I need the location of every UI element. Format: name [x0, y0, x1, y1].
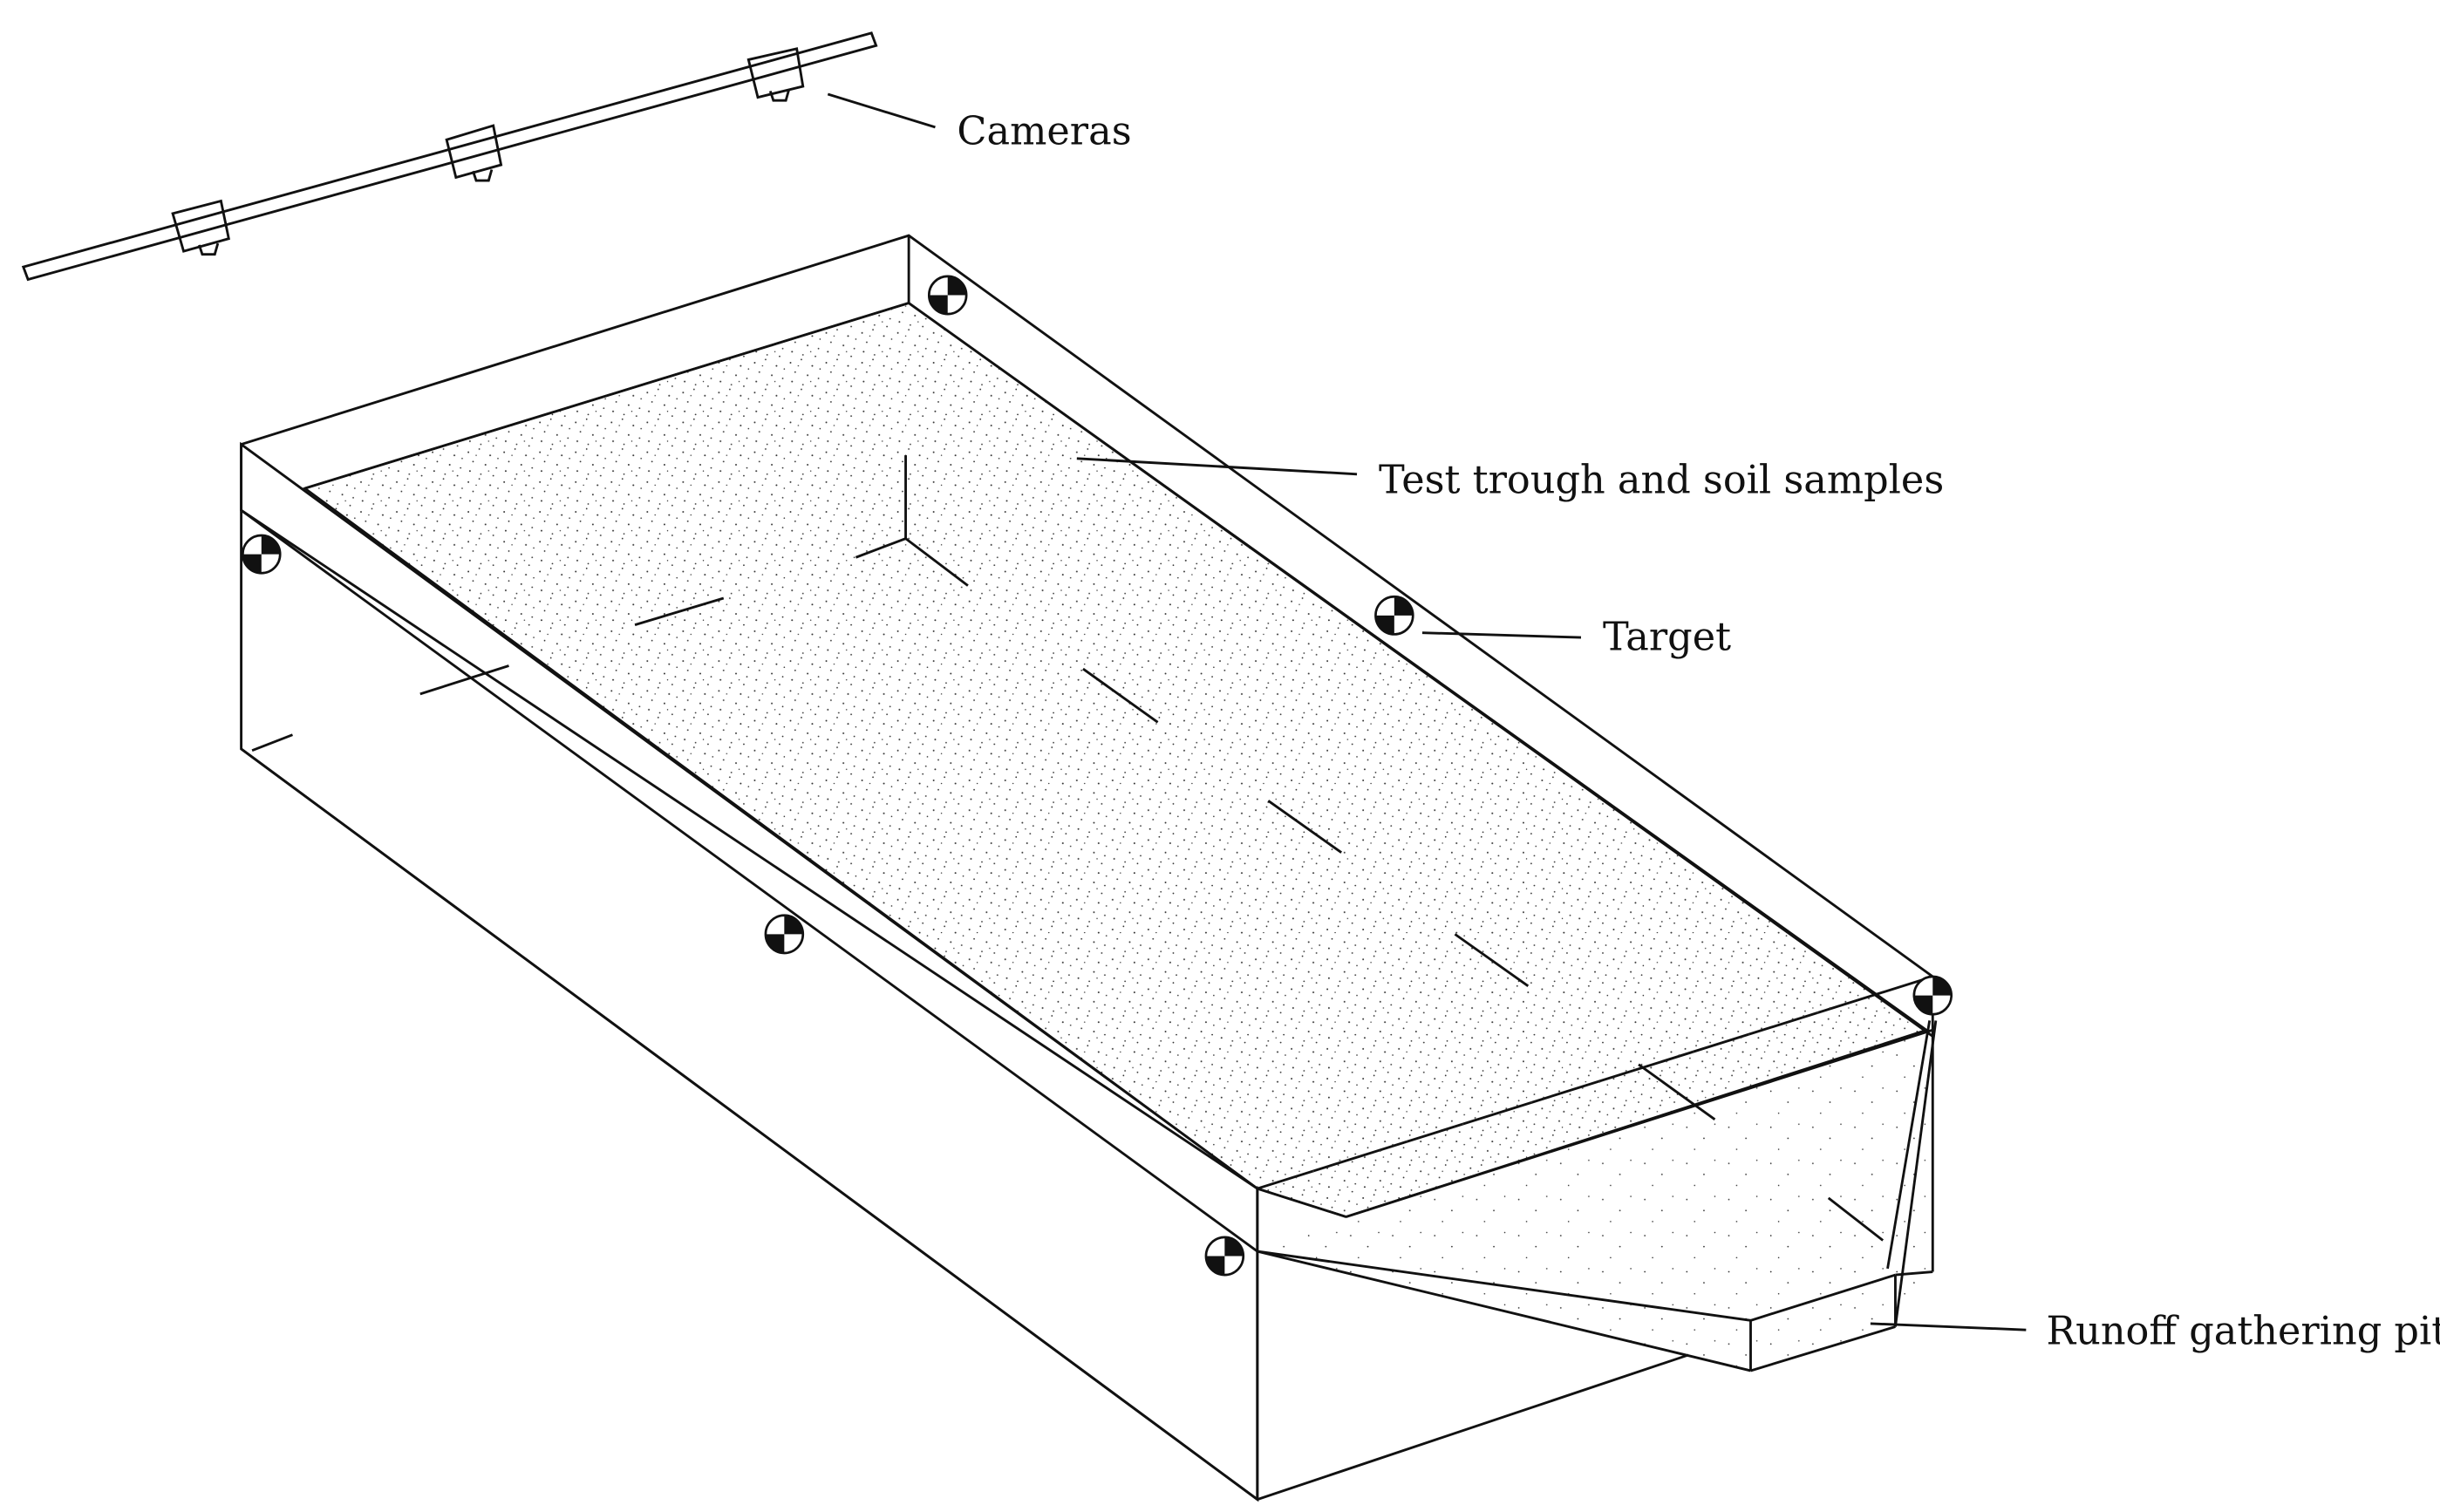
pit-label: Runoff gathering pit — [2047, 1307, 2440, 1353]
camera-rail — [21, 31, 878, 282]
target-icon — [927, 275, 968, 316]
target-icon — [242, 534, 282, 575]
target-icon — [1204, 1236, 1245, 1277]
target-icon — [1912, 975, 1953, 1016]
camera-icon — [445, 124, 503, 182]
trough-leader-line — [1076, 457, 1358, 476]
cameras-label: Cameras — [957, 107, 1131, 153]
soil-sample-surface — [302, 302, 1929, 1218]
cameras-leader-line — [827, 92, 936, 129]
target-icon — [1374, 595, 1414, 636]
camera-icon — [746, 47, 805, 102]
runoff-gathering-pit — [1257, 1030, 1933, 1371]
pit-leader-line — [1870, 1322, 2027, 1332]
target-leader-line — [1421, 631, 1582, 639]
trough-label: Test trough and soil samples — [1379, 456, 1944, 502]
target-label: Target — [1603, 613, 1731, 659]
test-trough — [240, 234, 1938, 1502]
target-icon — [764, 914, 805, 955]
camera-icon — [171, 199, 230, 256]
